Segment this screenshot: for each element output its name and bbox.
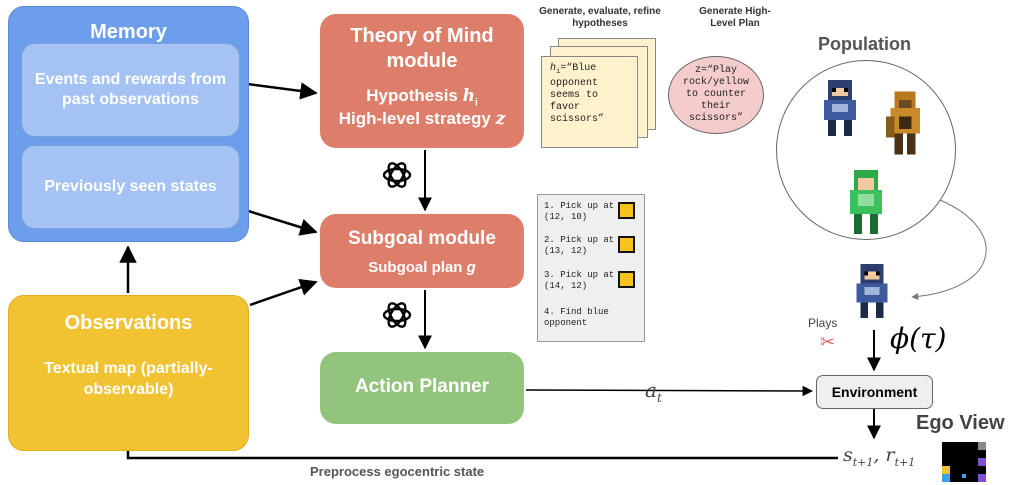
- memory-states-box: Previously seen states: [21, 145, 240, 229]
- arrow-planner-to-environment: [525, 385, 814, 397]
- tom-strategy-label: High-level strategy: [338, 109, 491, 128]
- action-symbol-sub: t: [656, 391, 662, 405]
- tom-title: Theory of Mind module: [350, 25, 494, 72]
- subgoal-module-box: Subgoal module Subgoal plan g: [320, 214, 524, 288]
- arrow-population-to-agent: [911, 199, 987, 300]
- plays-label: Plays: [808, 316, 838, 330]
- yellow-item-icon: [618, 271, 635, 288]
- tom-hypothesis-label: Hypothesis: [366, 86, 458, 105]
- state-sub: t+1: [852, 455, 874, 469]
- tom-module-box: Theory of Mind module Hypothesis hi High…: [320, 14, 524, 148]
- llm-icon: [382, 162, 412, 188]
- subgoal-list-item: 1. Pick up at (12, 10): [544, 201, 615, 222]
- orange-rogue-sprite: [886, 91, 920, 155]
- reward-sub: t+1: [894, 455, 916, 469]
- ego-view-title: Ego View: [916, 412, 1005, 434]
- subgoal-title: Subgoal module: [348, 228, 496, 249]
- action-planner-box: Action Planner: [320, 352, 524, 424]
- preprocess-label: Preprocess egocentric state: [310, 464, 485, 479]
- arrow-observations-to-subgoal: [249, 278, 318, 307]
- action-symbol: at: [645, 378, 662, 405]
- llm-icon: [382, 302, 412, 328]
- green-archer-sprite: [850, 170, 882, 234]
- tom-hypothesis-sub: i: [474, 97, 478, 109]
- state-symbol: s: [843, 444, 853, 466]
- subgoal-plan-symbol: g: [466, 259, 476, 276]
- environment-box: Environment: [816, 375, 933, 409]
- action-planner-title: Action Planner: [354, 376, 490, 397]
- tom-hypothesis: Hypothesis hi: [320, 86, 524, 108]
- agent-ninja-sprite: [856, 264, 888, 318]
- memory-box: Memory Events and rewards from past obse…: [8, 6, 249, 242]
- hypothesis-note-symbol: h: [550, 63, 557, 74]
- observations-title: Observations: [64, 312, 193, 334]
- hypothesis-note: hi=“Blue opponent seems to favor scissor…: [541, 56, 638, 148]
- subgoal-plan-label: Subgoal plan: [368, 259, 463, 276]
- state-reward-symbol: st+1, rt+1: [843, 444, 915, 469]
- action-symbol-a: a: [645, 378, 657, 402]
- observations-subtitle: Textual map (partially-observable): [44, 360, 213, 398]
- ego-view-image: [942, 442, 986, 482]
- subgoal-list-item: 2. Pick up at (13, 12): [544, 235, 615, 256]
- tom-hypothesis-symbol: h: [462, 86, 475, 106]
- hypothesis-note-sub: i: [556, 68, 561, 76]
- population-title: Population: [818, 34, 911, 54]
- generate-plan-label: Generate High-Level Plan: [699, 6, 771, 29]
- tom-strategy: High-level strategy z: [320, 109, 524, 129]
- memory-title: Memory: [90, 21, 167, 43]
- subgoal-list-item: 3. Pick up at (14, 12): [544, 270, 615, 291]
- scissors-icon: ✂: [820, 332, 836, 352]
- reward-symbol: r: [885, 444, 895, 466]
- generate-hypotheses-label: Generate, evaluate, refine hypotheses: [539, 6, 661, 29]
- yellow-item-icon: [618, 202, 635, 219]
- policy-symbol: ϕ(τ): [890, 322, 947, 355]
- hypothesis-note-text: =“Blue opponent seems to favor scissors”: [550, 63, 605, 125]
- blue-ninja-sprite: [824, 80, 856, 136]
- memory-events-box: Events and rewards from past observation…: [21, 43, 240, 137]
- state-separator: ,: [873, 444, 880, 466]
- subgoal-list: 1. Pick up at (12, 10) 2. Pick up at (13…: [537, 194, 645, 342]
- subgoal-plan: Subgoal plan g: [320, 259, 524, 276]
- plan-note: z=“Play rock/yellow to counter their sci…: [668, 56, 764, 134]
- subgoal-list-item: 4. Find blue opponent: [544, 307, 609, 328]
- yellow-item-icon: [618, 236, 635, 253]
- population-circle: [776, 60, 956, 240]
- observations-box: Observations Textual map (partially-obse…: [8, 295, 249, 451]
- tom-strategy-symbol: z: [495, 109, 506, 129]
